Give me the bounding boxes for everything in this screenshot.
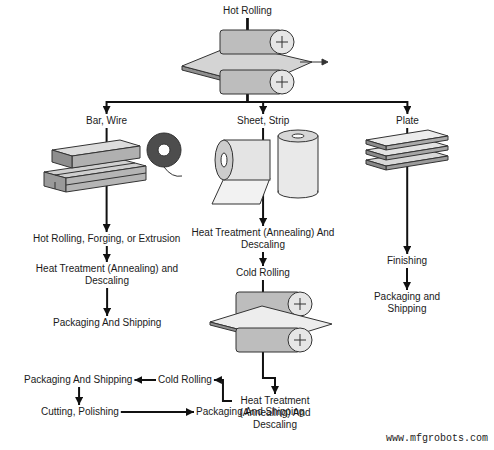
process-step: Cold Rolling (156, 373, 214, 387)
bar-and-wire-stock-part (164, 167, 182, 176)
plate-stack-part (386, 136, 448, 150)
step-text: Packaging And Shipping (53, 317, 161, 329)
plate-stack-part (366, 160, 386, 170)
process-step: Packaging And Shipping (22, 373, 134, 387)
process-step: Sheet, Strip (235, 114, 291, 128)
process-step: Packaging And Shipping (51, 316, 163, 330)
step-text: Hot Rolling (223, 5, 272, 17)
flow-arrow (78, 387, 80, 405)
step-text: Heat Treatment (Annealing) And Descaling (190, 227, 336, 251)
process-step: Packaging And Shipping (194, 405, 306, 419)
plate-stack-part (366, 150, 386, 160)
process-step: Plate (394, 114, 421, 128)
flow-arrow (121, 411, 194, 413)
hot-rolling-mill (182, 30, 328, 94)
sheet-and-strip-coils-part (221, 153, 227, 167)
sheet-and-strip-coils-part (278, 130, 318, 142)
hot-rolling-mill-part (270, 70, 294, 94)
flow-arrow (406, 268, 408, 290)
bar-and-wire-stock-part (52, 150, 72, 168)
bar-and-wire-stock (44, 133, 182, 192)
step-text: Packaging And Shipping (24, 374, 132, 386)
flow-arrow (262, 252, 264, 266)
cold-rolling-mill (210, 292, 332, 352)
process-step: Bar, Wire (84, 114, 129, 128)
step-text: Heat Treatment (Annealing) and Descaling (34, 263, 180, 287)
hot-rolling-mill-part (322, 59, 328, 65)
process-step: Hot Rolling, Forging, or Extrusion (31, 232, 182, 246)
step-text: Packaging and Shipping (369, 291, 445, 315)
process-step: Heat Treatment (Annealing) and Descaling (32, 262, 182, 288)
hot-rolling-mill-part (270, 30, 294, 54)
bar-and-wire-stock-part (158, 144, 170, 156)
step-text: Hot Rolling, Forging, or Extrusion (33, 233, 180, 245)
watermark: www.mfgrobots.com (386, 433, 488, 444)
flow-arrow (106, 246, 108, 262)
flow-arrow (106, 288, 108, 316)
sheet-and-strip-coils-part (212, 178, 270, 204)
step-text: Cutting, Polishing (41, 406, 119, 418)
step-text: Finishing (387, 255, 427, 267)
flow-arrow (214, 380, 232, 401)
cold-rolling-mill-part (288, 292, 312, 316)
process-step: Finishing (385, 254, 429, 268)
step-text: Packaging And Shipping (196, 406, 304, 418)
sheet-and-strip-coils (212, 130, 318, 204)
process-step: Heat Treatment (Annealing) And Descaling (188, 226, 338, 252)
step-text: Plate (396, 115, 419, 127)
process-step: Cold Rolling (234, 266, 292, 280)
step-text: Cold Rolling (158, 374, 212, 386)
sheet-and-strip-coils-part (278, 136, 318, 192)
process-step: Packaging and Shipping (367, 290, 447, 316)
hot-rolling-mill-part (276, 36, 288, 48)
flow-arrow (134, 379, 156, 381)
sheet-and-strip-coils-part (215, 140, 233, 180)
plate-stack (366, 130, 448, 170)
sheet-and-strip-coils-part (279, 176, 317, 192)
cold-rolling-mill-part (294, 334, 306, 346)
step-text: Sheet, Strip (237, 115, 289, 127)
hot-rolling-mill-part (276, 76, 288, 88)
process-step: Cutting, Polishing (39, 405, 121, 419)
bar-and-wire-stock-part (72, 146, 140, 168)
plate-stack-part (366, 140, 386, 150)
process-step: Hot Rolling (221, 4, 274, 18)
step-text: Cold Rolling (236, 267, 290, 279)
step-text: Bar, Wire (86, 115, 127, 127)
cold-rolling-mill-part (288, 328, 312, 352)
cold-rolling-mill-part (294, 298, 306, 310)
bar-and-wire-stock-part (147, 133, 181, 167)
hot-rolling-mill-part (300, 62, 322, 63)
sheet-and-strip-coils-part (292, 134, 304, 138)
